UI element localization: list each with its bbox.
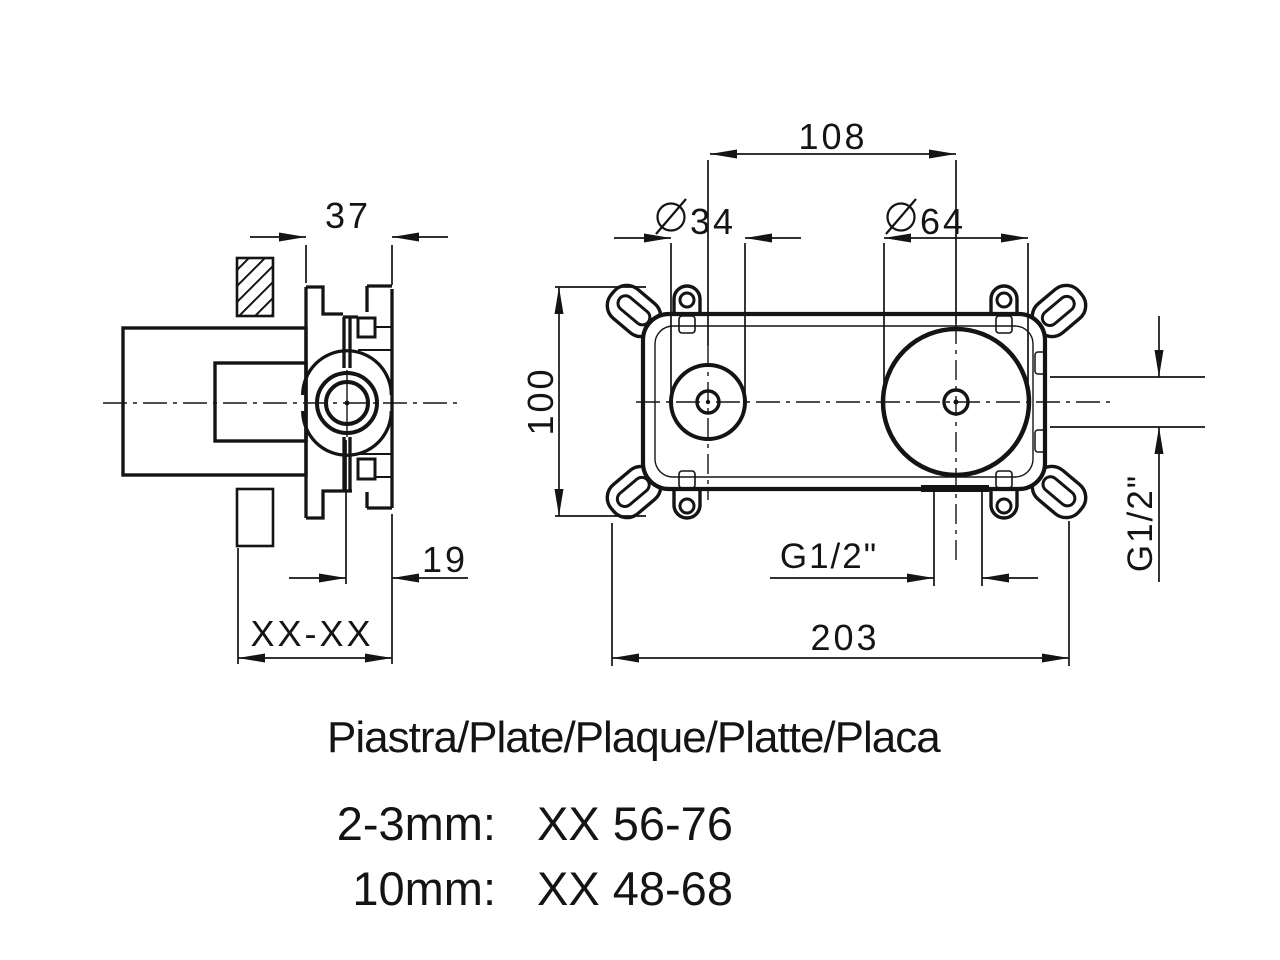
dim-thread-side [1050, 316, 1205, 582]
dim-thread-side-label: G1/2" [1121, 474, 1160, 572]
dim-small-diameter-label: 34 [690, 201, 736, 242]
side-clamp-arc-top [301, 349, 393, 396]
dim-front-width-label: 203 [810, 617, 879, 658]
dim-thread-bottom-label: G1/2" [780, 537, 878, 576]
dim-side-depth-label: 19 [422, 539, 468, 580]
dim-large-diameter [883, 233, 1029, 398]
dim-large-diameter-label: 64 [920, 201, 966, 242]
dim-side-width [250, 232, 448, 285]
dim-side-depth [289, 440, 468, 664]
dim-front-centers [707, 149, 957, 346]
dim-side-range [237, 548, 392, 664]
wall-section-bottom [235, 487, 275, 548]
side-view: 37 19 XX-XX [103, 195, 468, 664]
side-cartridge-outline [213, 361, 308, 443]
dim-thread-bottom [770, 492, 1038, 586]
dim-front-height-label: 100 [520, 366, 561, 435]
dim-small-diameter [614, 233, 801, 400]
dim-side-width-label: 37 [325, 195, 371, 236]
dim-side-range-label: XX-XX [250, 613, 373, 654]
diameter-symbol-large [885, 198, 917, 235]
dim-front-centers-label: 108 [798, 116, 867, 157]
screw-tab-slots [678, 315, 1013, 489]
mounting-ear-top-right [1030, 283, 1088, 339]
wall-section-top [235, 256, 275, 318]
dim-front-height [554, 286, 646, 517]
side-clamp-arc-bottom [301, 410, 393, 457]
diameter-symbol-small [655, 198, 687, 235]
front-view: 108 34 64 [520, 116, 1205, 666]
dim-front-width [611, 521, 1070, 666]
side-outlet-flange [1034, 351, 1047, 453]
screw-tab-holes [678, 291, 1013, 515]
